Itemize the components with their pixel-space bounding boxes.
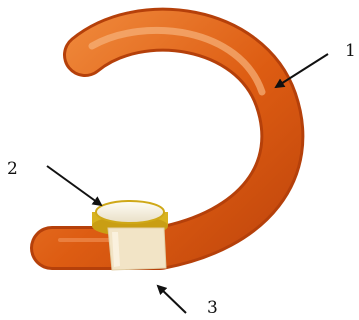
band-part [108, 228, 166, 270]
callout-label-2: 2 [7, 159, 18, 179]
callout-arrow-3 [158, 286, 186, 313]
callout-label-3: 3 [207, 298, 218, 318]
callout-arrow-2 [47, 166, 101, 205]
callout-label-1: 1 [345, 41, 356, 61]
